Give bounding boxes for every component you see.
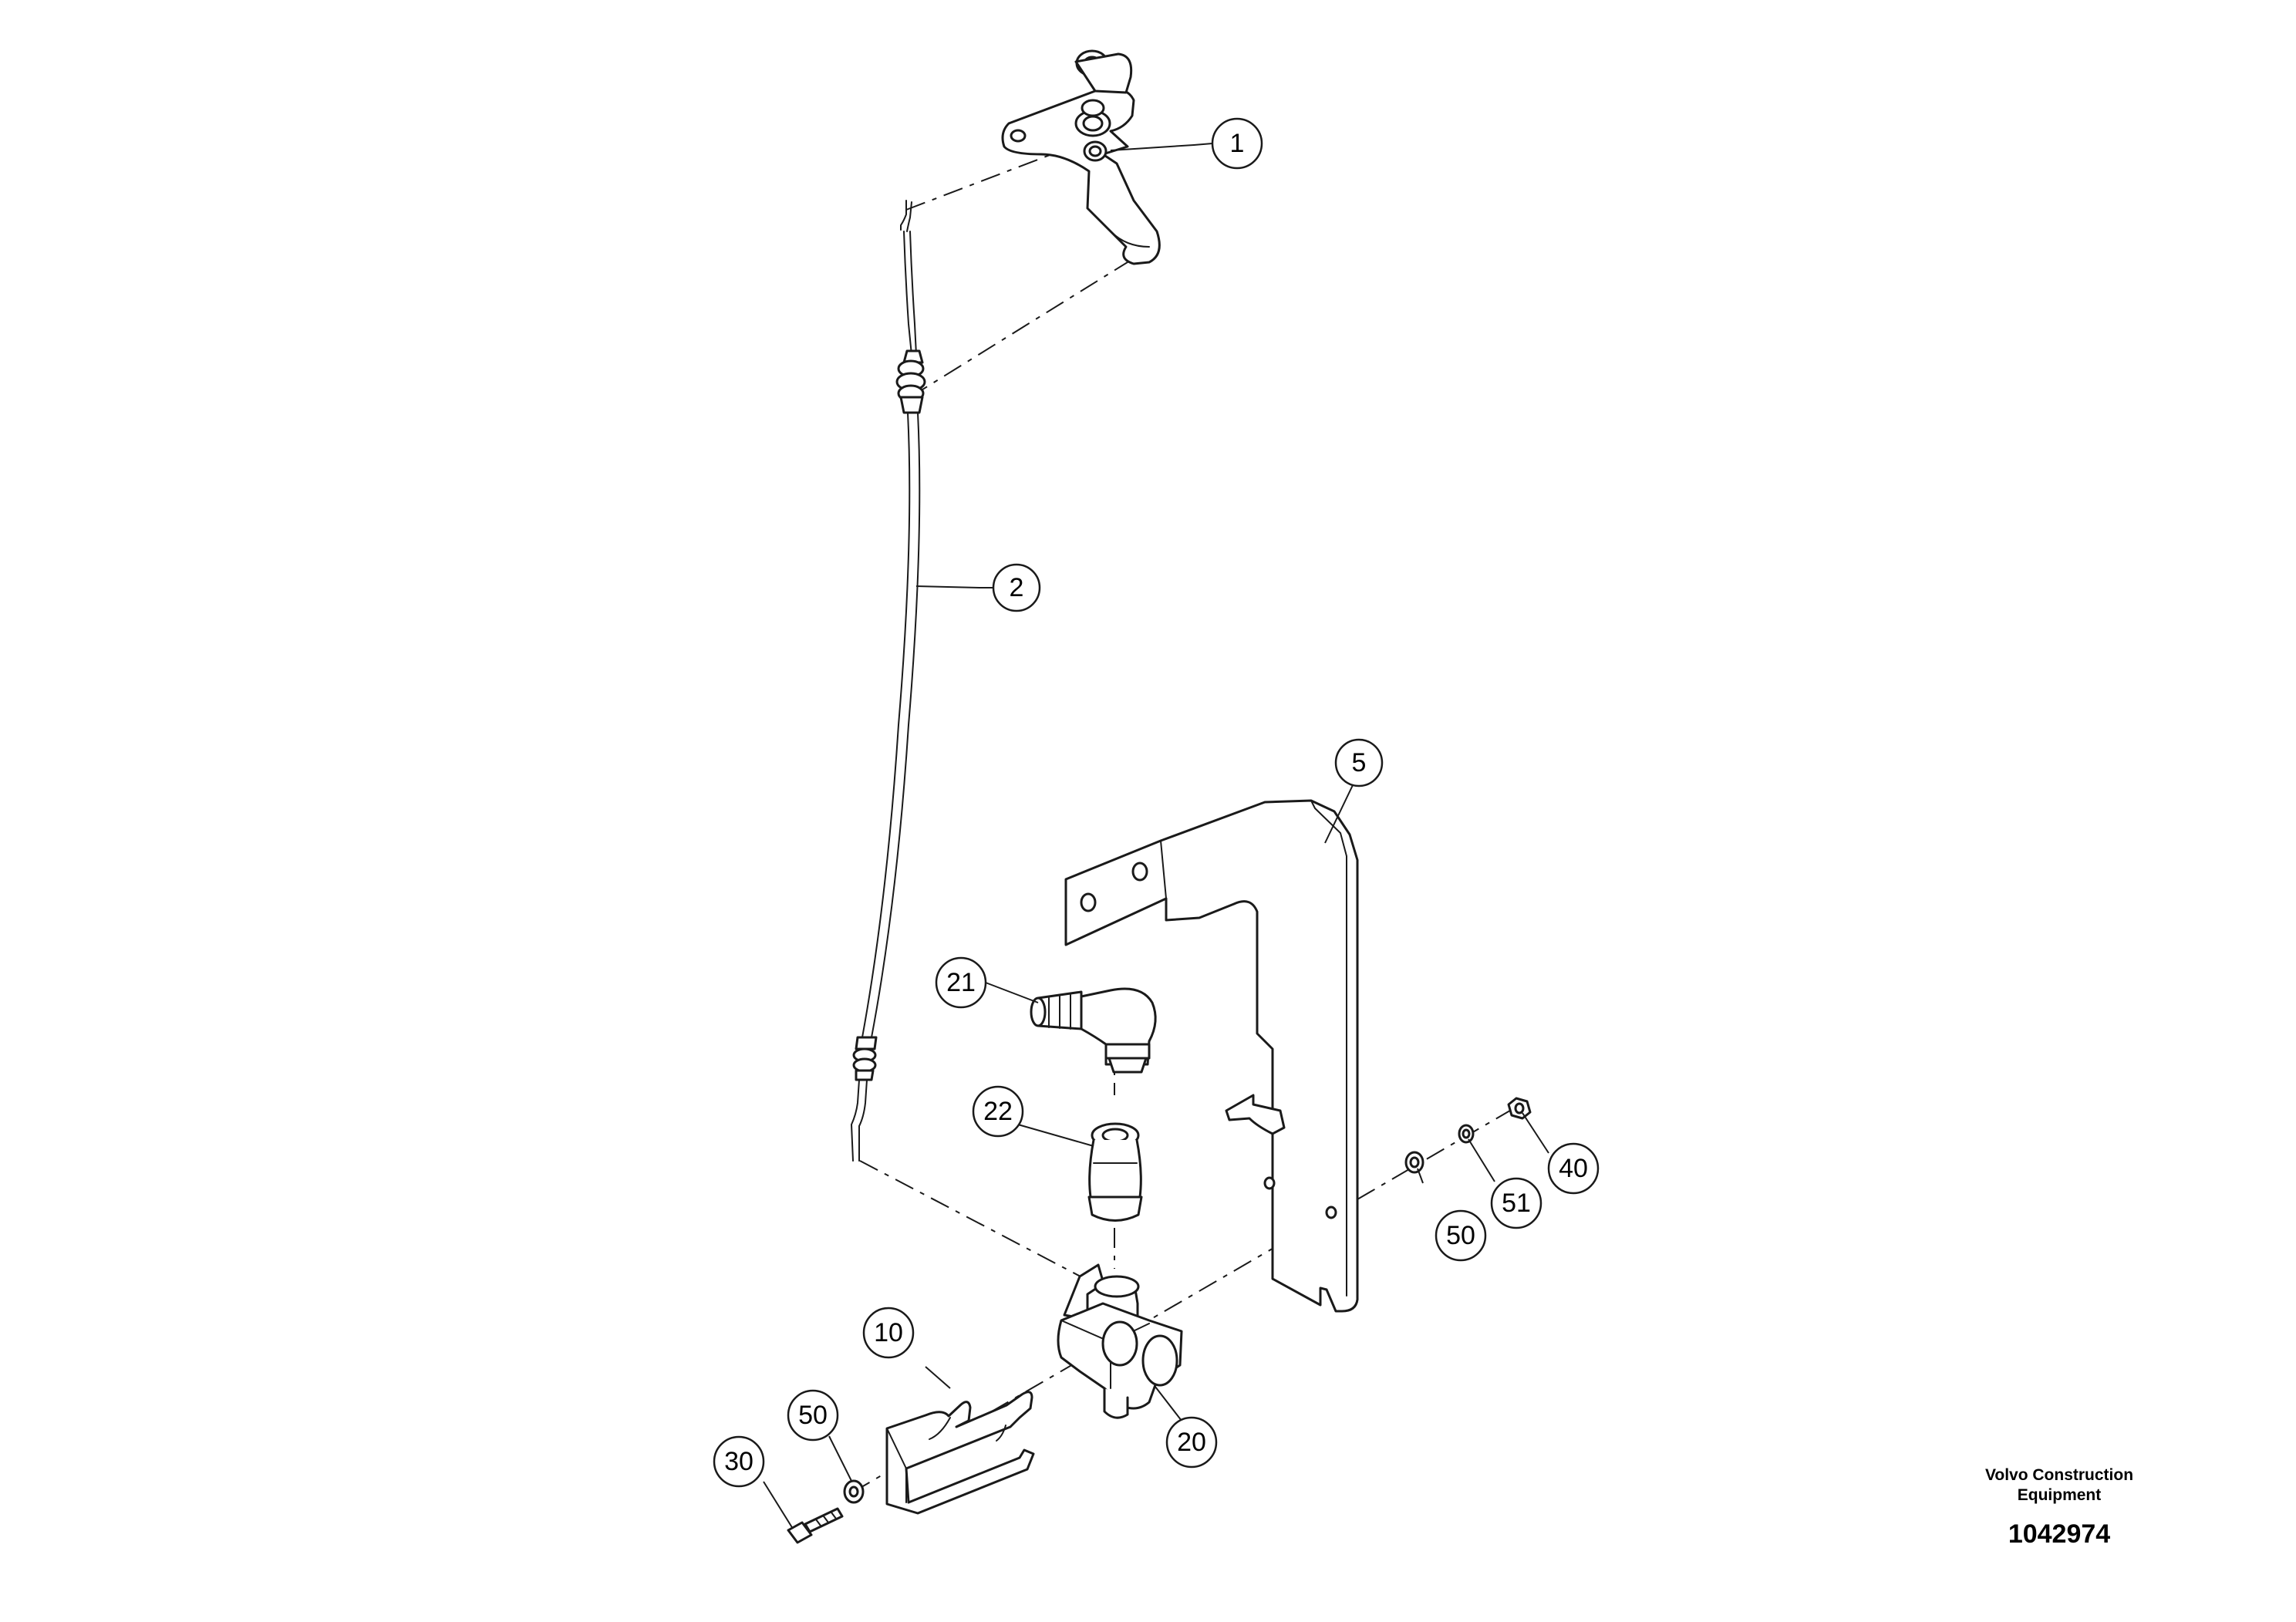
callout-label-40: 40 [1559, 1154, 1588, 1183]
callout-5: 5 [1334, 738, 1384, 787]
callout-2: 2 [992, 563, 1041, 612]
nut [1507, 1097, 1532, 1120]
callout-label-30: 30 [724, 1447, 754, 1476]
callout-21: 21 [935, 956, 987, 1009]
callout-label-2: 2 [1010, 573, 1024, 602]
callout-30: 30 [713, 1435, 765, 1488]
lock-washer [1458, 1124, 1475, 1144]
callout-22: 22 [972, 1085, 1024, 1138]
callout-label-21: 21 [946, 968, 976, 997]
drawing-number: 1042974 [2008, 1519, 2111, 1549]
control-cable [850, 200, 926, 1162]
mounting-bracket [1064, 799, 1359, 1313]
clip-bracket [885, 1391, 1035, 1515]
title-block: Volvo Construction Equipment 1042974 [1944, 1465, 2175, 1549]
callout-label-22: 22 [983, 1097, 1013, 1126]
callout-1: 1 [1211, 117, 1263, 170]
elbow-connector [1030, 987, 1157, 1074]
callout-40: 40 [1547, 1142, 1600, 1195]
callout-50-right: 50 [1435, 1209, 1487, 1262]
bolt [787, 1507, 844, 1544]
valve [1057, 1263, 1183, 1419]
assembly-lines [851, 146, 1524, 1493]
callout-20: 20 [1165, 1416, 1218, 1469]
callout-10: 10 [862, 1307, 915, 1359]
callout-label-10: 10 [874, 1318, 903, 1347]
callout-label-50-right: 50 [1446, 1221, 1475, 1250]
callout-label-5: 5 [1352, 748, 1367, 777]
callout-51: 51 [1490, 1177, 1542, 1229]
rubber-sleeve [1087, 1122, 1143, 1222]
callout-50-left: 50 [787, 1389, 839, 1442]
callout-label-50-left: 50 [798, 1401, 828, 1430]
callout-label-1: 1 [1230, 129, 1245, 158]
lever-bracket [1001, 49, 1161, 265]
callout-label-51: 51 [1502, 1189, 1531, 1218]
callout-label-20: 20 [1177, 1428, 1206, 1457]
washer-left [843, 1479, 865, 1504]
manufacturer-name: Volvo Construction Equipment [1984, 1466, 2134, 1504]
washer-right [1404, 1151, 1424, 1174]
